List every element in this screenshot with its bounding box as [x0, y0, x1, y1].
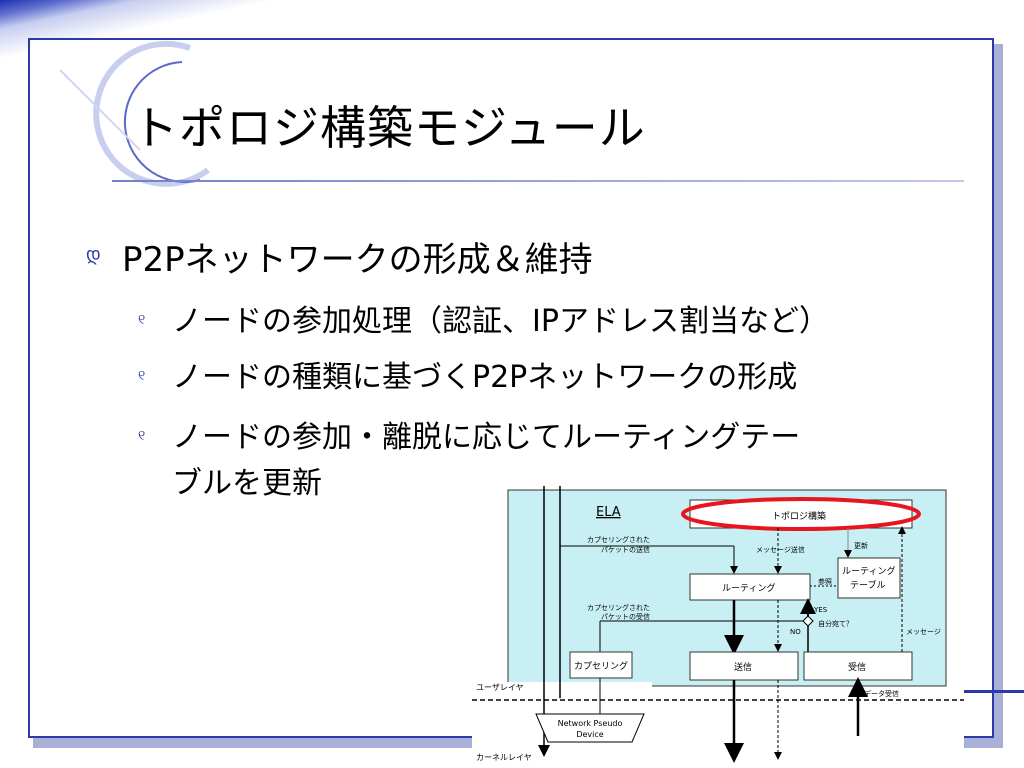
receive-label: 受信	[848, 661, 866, 673]
yes-label: YES	[813, 606, 828, 614]
for-self-label: 自分宛て？	[818, 619, 853, 628]
routing-table-label-1: ルーティング	[842, 565, 895, 577]
encap-send-label-2: パケットの送信	[601, 545, 650, 554]
sub-bullet-icon: ୧	[138, 428, 146, 444]
encapsulation-label: カプセリング	[574, 660, 628, 672]
sub-bullet-2: ノードの種類に基づくP2Pネットワークの形成	[172, 360, 798, 395]
corner-line	[944, 690, 1024, 693]
routing-label: ルーティング	[722, 582, 775, 594]
title-underline	[112, 180, 964, 182]
receive-box	[803, 651, 913, 681]
topology-label: トポロジ構築	[772, 510, 826, 522]
network-pseudo-device	[535, 713, 645, 743]
architecture-diagram: ELA トポロジ構築 カプセリングされた パケットの送信 メッセージ送信 更新 …	[472, 486, 964, 768]
sub-bullet-icon: ୧	[138, 312, 146, 328]
kernel-layer-label: カーネルレイヤ	[476, 753, 532, 762]
encap-recv-label-1: カプセリングされた	[587, 603, 650, 612]
routing-table-box	[837, 557, 901, 599]
sub-bullet-3a: ノードの参加・離脱に応じてルーティングテー	[172, 420, 801, 455]
bullet-icon: დ	[86, 244, 101, 265]
msg-send-label: メッセージ送信	[756, 545, 805, 554]
message-label: メッセージ	[906, 628, 941, 636]
encap-send-label-1: カプセリングされた	[587, 535, 650, 544]
highlight-ellipse	[681, 497, 921, 531]
routing-box	[689, 573, 811, 601]
device-label-1: Network Pseudo	[558, 719, 623, 728]
sub-bullet-3b: ブルを更新	[172, 466, 322, 501]
ela-label: ELA	[596, 505, 621, 520]
bullet-main: P2Pネットワークの形成＆維持	[122, 240, 593, 280]
encap-recv-label-2: パケットの受信	[601, 612, 650, 621]
sub-bullet-1: ノードの参加処理（認証、IPアドレス割当など）	[172, 304, 829, 339]
ref-label: 参照	[818, 577, 832, 586]
data-recv-label: データ受信	[864, 689, 899, 698]
sub-bullet-icon: ୧	[138, 368, 146, 384]
send-box	[689, 651, 799, 681]
update-label: 更新	[854, 541, 868, 550]
page-title: トポロジ構築モジュール	[132, 101, 646, 155]
routing-table-label-2: テーブル	[850, 579, 885, 591]
no-label: NO	[790, 628, 801, 636]
user-layer-label: ユーザレイヤ	[476, 683, 524, 692]
device-label-2: Device	[576, 730, 603, 739]
encapsulation-box	[569, 651, 633, 679]
send-label: 送信	[734, 661, 752, 673]
